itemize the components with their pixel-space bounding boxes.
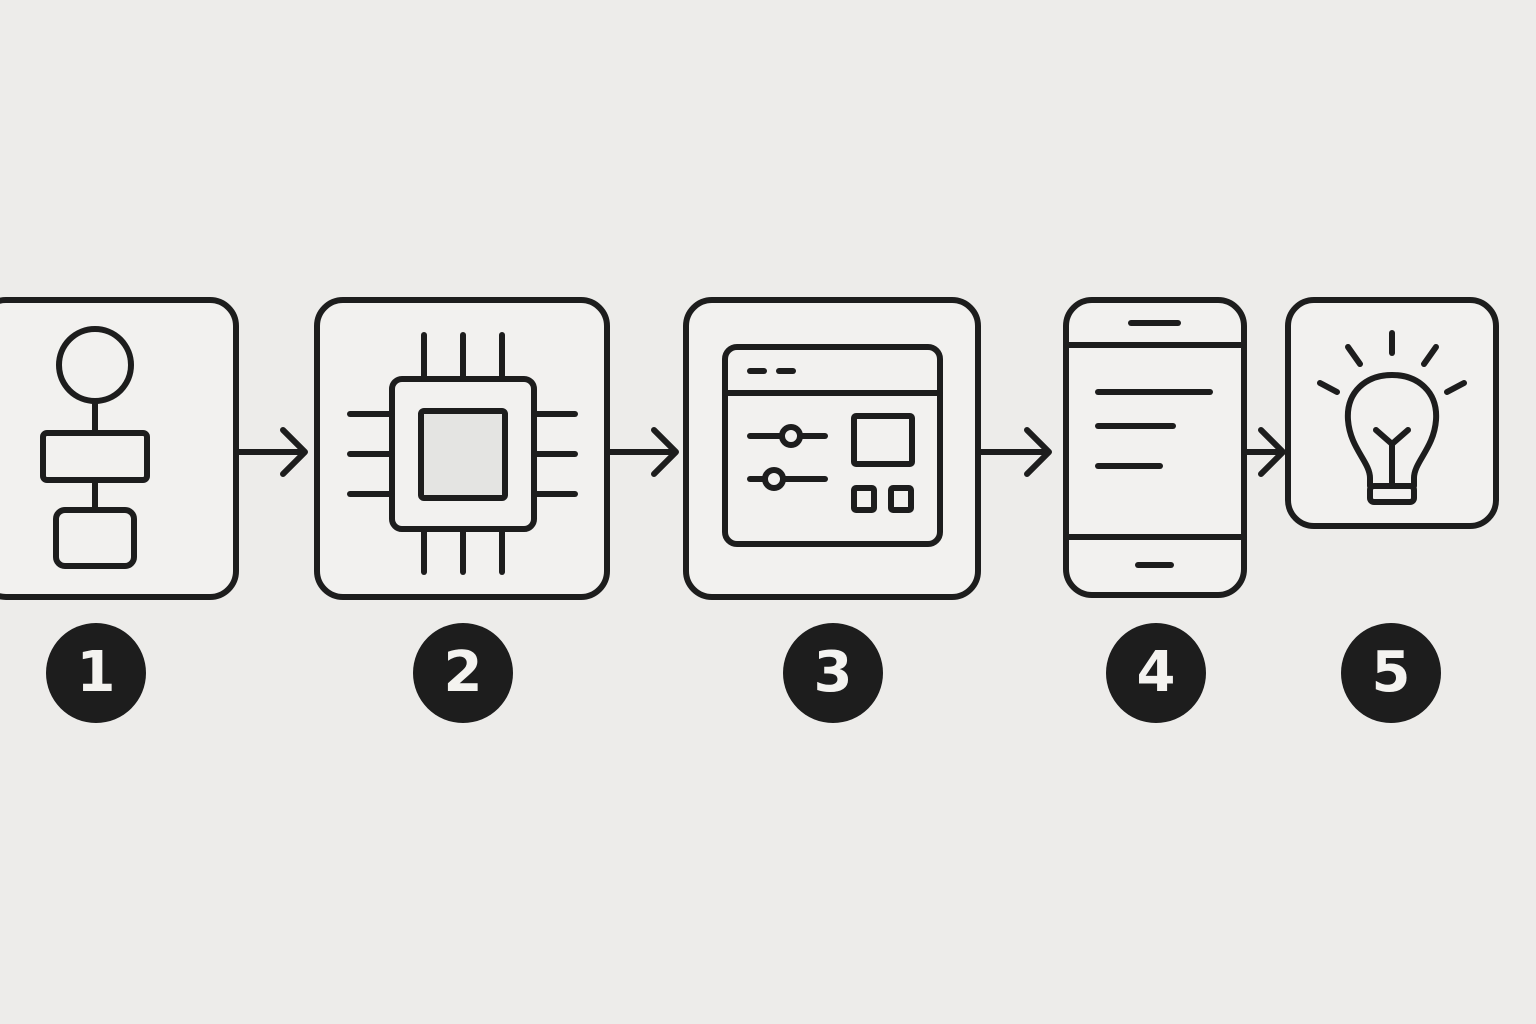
app-window-settings-icon [722,344,943,547]
flowchart-icon [40,326,150,569]
step-number: 4 [1136,640,1176,705]
step-number: 5 [1371,640,1411,705]
arrow-right-icon [235,427,308,477]
step-number: 3 [813,640,853,705]
step-number: 1 [76,640,116,705]
arrow-right-icon [976,427,1052,477]
step-2-box [314,297,610,600]
step-4-badge: 4 [1106,623,1206,723]
arrow-right-icon [605,427,679,477]
step-number: 2 [443,640,483,705]
arrow-right-icon [1242,427,1286,477]
step-1-box [0,297,239,600]
step-3-box [683,297,981,600]
step-5-badge: 5 [1341,623,1441,723]
step-1-badge: 1 [46,623,146,723]
step-4-box [1063,297,1247,598]
smartphone-icon [1063,320,1247,568]
step-2-badge: 2 [413,623,513,723]
step-5-box [1285,297,1499,529]
cpu-chip-icon [347,332,578,575]
step-3-badge: 3 [783,623,883,723]
lightbulb-idea-icon [1317,330,1467,505]
